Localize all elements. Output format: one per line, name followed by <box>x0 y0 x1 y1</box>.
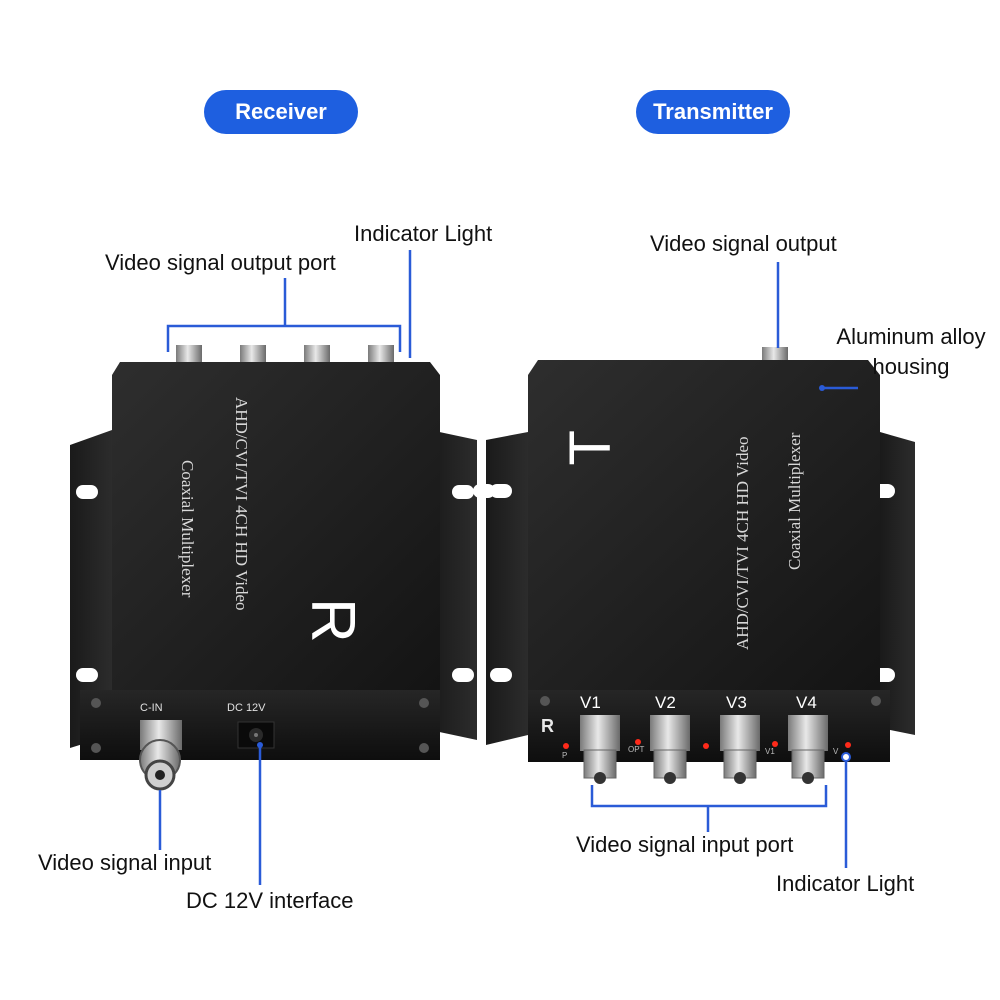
mount-slot <box>473 484 495 498</box>
transmitter-panel-line2: Coaxial Multiplexer <box>785 432 804 570</box>
receiver-video-input-label: Video signal input <box>38 850 212 875</box>
receiver-dc-label: DC 12V <box>227 702 266 714</box>
transmitter-top-face <box>528 360 880 690</box>
transmitter-led-v: V <box>833 747 839 756</box>
receiver-dc-interface-label: DC 12V interface <box>186 888 354 913</box>
transmitter-led-v1: V1 <box>765 747 775 756</box>
receiver-c-in-label: C-IN <box>140 702 163 714</box>
receiver-c-in-connector <box>139 720 182 791</box>
transmitter-port-label-v3: V3 <box>726 693 747 712</box>
receiver-device: AHD/CVI/TVI 4CH HD Video Coaxial Multipl… <box>70 345 477 791</box>
receiver-top-bnc-connectors <box>176 345 394 363</box>
transmitter-big-letter: T <box>558 430 623 465</box>
transmitter-video-output-label: Video signal output <box>650 231 837 256</box>
mount-slot <box>76 668 98 682</box>
transmitter-bnc-connectors <box>580 715 828 784</box>
transmitter-video-input-port-label: Video signal input port <box>576 832 794 857</box>
transmitter-port-label-v2: V2 <box>655 693 676 712</box>
receiver-panel-line2: Coaxial Multiplexer <box>178 460 197 598</box>
receiver-big-letter: R <box>298 598 367 643</box>
transmitter-indicator-leds <box>563 739 851 749</box>
annotation-lines <box>158 250 858 885</box>
receiver-video-output-port-label: Video signal output port <box>105 250 336 275</box>
transmitter-indicator-light-label: Indicator Light <box>776 871 915 896</box>
mount-slot <box>452 668 474 682</box>
mount-slot <box>490 484 512 498</box>
transmitter-led-p: P <box>562 751 567 760</box>
transmitter-housing-label-line1: Aluminum alloy <box>836 324 986 349</box>
receiver-top-face <box>112 362 440 690</box>
mount-slot <box>490 668 512 682</box>
transmitter-top-bnc <box>762 347 788 363</box>
transmitter-side-letter: R <box>541 716 554 736</box>
transmitter-port-label-v4: V4 <box>796 693 817 712</box>
receiver-right-flange <box>430 430 477 740</box>
transmitter-port-label-v1: V1 <box>580 693 601 712</box>
mount-slot <box>452 485 474 499</box>
mount-slot <box>76 485 98 499</box>
transmitter-housing-label-line2: housing <box>872 354 950 379</box>
transmitter-device: T AHD/CVI/TVI 4CH HD Video Coaxial Multi… <box>473 347 915 784</box>
receiver-header: Receiver <box>204 90 358 134</box>
receiver-indicator-light-label: Indicator Light <box>354 221 493 246</box>
transmitter-header: Transmitter <box>636 90 790 134</box>
transmitter-led-opt: OPT <box>628 745 645 754</box>
receiver-panel-line1: AHD/CVI/TVI 4CH HD Video <box>232 397 251 611</box>
transmitter-panel-line1: AHD/CVI/TVI 4CH HD Video <box>733 436 752 650</box>
